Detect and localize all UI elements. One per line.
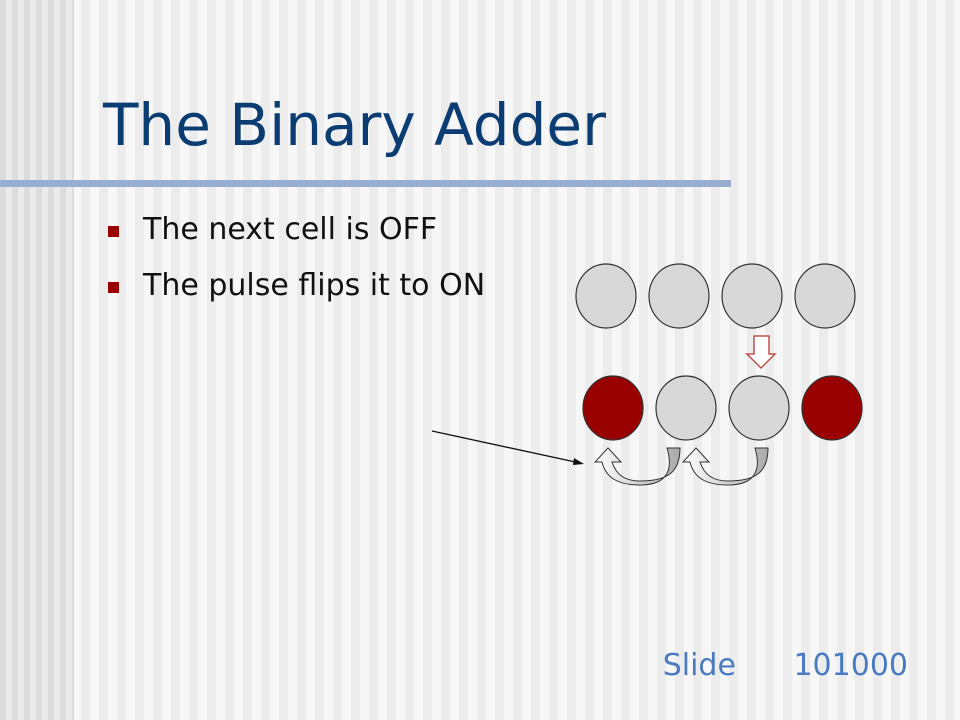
bottom-cell-2 <box>655 375 717 441</box>
bottom-cell-1 <box>582 375 644 441</box>
bullet-item: The pulse flips it to ON <box>108 266 528 306</box>
curved-arrow-icon <box>593 447 681 486</box>
down-arrow-icon <box>745 335 777 370</box>
footer-label: Slide <box>662 648 736 683</box>
pointer-line <box>431 430 584 465</box>
bottom-row <box>582 375 863 441</box>
top-cell-4 <box>794 263 856 329</box>
bullet-item: The next cell is OFF <box>108 210 528 250</box>
bullet-square-icon <box>108 282 119 293</box>
curved-arrow-icon <box>681 447 769 486</box>
slide-footer: Slide 101000 <box>663 648 908 683</box>
title-underline <box>0 180 731 187</box>
top-cell-2 <box>648 263 710 329</box>
top-cell-1 <box>575 263 637 329</box>
slide-number: 101000 <box>793 648 908 683</box>
background-stripes <box>0 0 74 720</box>
top-row <box>575 263 856 329</box>
bullet-list: The next cell is OFF The pulse flips it … <box>108 210 528 322</box>
bottom-cell-3 <box>728 375 790 441</box>
top-cell-3 <box>721 263 783 329</box>
slide-title: The Binary Adder <box>103 91 606 159</box>
bullet-square-icon <box>108 226 119 237</box>
bottom-cell-4 <box>801 375 863 441</box>
bullet-text: The next cell is OFF <box>143 212 438 247</box>
bullet-text: The pulse flips it to ON <box>143 268 486 303</box>
